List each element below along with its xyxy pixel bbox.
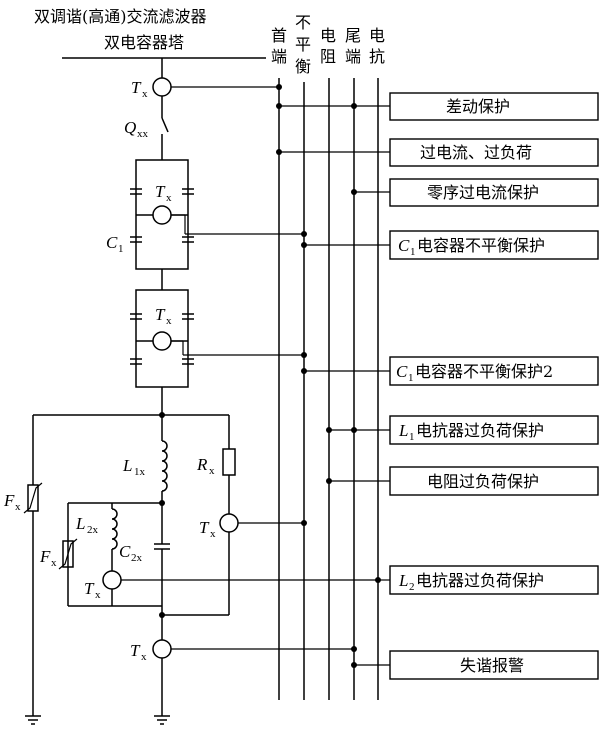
svg-text:C: C xyxy=(106,233,118,252)
svg-text:衡: 衡 xyxy=(295,57,311,76)
prot-prefix-8: L xyxy=(398,571,408,590)
label-ct-rx: T x xyxy=(199,518,216,540)
svg-text:T: T xyxy=(130,641,141,660)
svg-text:T: T xyxy=(131,78,142,97)
label-c1: C 1 xyxy=(106,233,124,255)
label-l2x: L 2x xyxy=(75,514,99,536)
svg-text:x: x xyxy=(142,88,148,100)
prot-box-9 xyxy=(389,650,599,680)
prot-prefix-6: L xyxy=(398,421,408,440)
prot-label-2: 过电流、过负荷 xyxy=(420,143,532,162)
prot-label-4: 电容器不平衡保护 xyxy=(417,236,545,255)
svg-text:1: 1 xyxy=(118,243,124,255)
svg-text:L: L xyxy=(75,514,85,533)
label-c2x: C 2x xyxy=(119,542,143,564)
prot-label-1: 差动保护 xyxy=(446,97,510,116)
svg-text:F: F xyxy=(3,491,15,510)
svg-text:2x: 2x xyxy=(87,524,99,536)
label-rx: R x xyxy=(196,455,215,477)
svg-text:1: 1 xyxy=(408,372,414,384)
ct-c2 xyxy=(152,331,172,351)
ct-c1 xyxy=(152,205,172,225)
svg-text:不: 不 xyxy=(295,13,311,32)
bus-label-unbalance: 不 平 衡 xyxy=(295,13,311,76)
svg-text:电: 电 xyxy=(320,26,336,45)
prot-box-5 xyxy=(389,356,599,386)
prot-label-9: 失谐报警 xyxy=(460,656,524,675)
svg-text:x: x xyxy=(210,528,216,540)
resistor-rx xyxy=(222,448,236,476)
prot-box-7 xyxy=(389,466,599,496)
svg-text:x: x xyxy=(166,315,172,327)
svg-text:平: 平 xyxy=(295,35,311,54)
bus-label-tail: 尾 端 xyxy=(345,26,361,66)
prot-box-4 xyxy=(389,230,599,260)
prot-box-3 xyxy=(389,178,599,207)
bus-label-head: 首 端 xyxy=(271,26,287,66)
svg-text:F: F xyxy=(39,547,51,566)
title-line1: 双调谐(高通)交流滤波器 xyxy=(34,7,207,26)
inductor-l2x xyxy=(111,508,118,550)
breaker-qxx xyxy=(161,117,169,133)
prot-box-6 xyxy=(389,415,599,445)
svg-text:C: C xyxy=(119,542,131,561)
svg-text:x: x xyxy=(141,651,147,663)
svg-text:电: 电 xyxy=(369,26,385,45)
label-ct-c2: T x xyxy=(155,305,172,327)
svg-text:2: 2 xyxy=(409,581,415,593)
prot-prefix-4: C xyxy=(398,236,410,255)
prot-label-5: 电容器不平衡保护2 xyxy=(415,362,553,381)
svg-text:x: x xyxy=(166,192,172,204)
svg-text:x: x xyxy=(51,557,57,569)
label-breaker: Q xx xyxy=(124,118,149,140)
svg-text:T: T xyxy=(84,579,95,598)
svg-text:端: 端 xyxy=(345,47,361,66)
ct-bottom xyxy=(152,639,172,659)
svg-text:T: T xyxy=(199,518,210,537)
prot-box-8 xyxy=(389,565,599,595)
prot-prefix-5: C xyxy=(396,362,408,381)
svg-text:首: 首 xyxy=(271,26,287,45)
svg-text:xx: xx xyxy=(137,128,149,140)
prot-box-1 xyxy=(389,92,599,121)
svg-text:2x: 2x xyxy=(131,552,143,564)
label-ct-l2x: T x xyxy=(84,579,101,601)
prot-label-6: 电抗器过负荷保护 xyxy=(416,421,544,440)
label-ct-bottom: T x xyxy=(130,641,147,663)
svg-text:L: L xyxy=(122,456,132,475)
bus-label-resistor: 电 阻 xyxy=(320,26,336,66)
prot-label-3: 零序过电流保护 xyxy=(427,183,539,202)
svg-text:1x: 1x xyxy=(134,466,146,478)
svg-text:T: T xyxy=(155,305,166,324)
svg-text:x: x xyxy=(15,501,21,513)
svg-text:尾: 尾 xyxy=(345,26,361,45)
ct-rx xyxy=(219,513,239,533)
label-l1x: L 1x xyxy=(122,456,146,478)
prot-label-7: 电阻过负荷保护 xyxy=(427,472,539,491)
svg-text:T: T xyxy=(155,182,166,201)
svg-text:阻: 阻 xyxy=(320,47,336,66)
title-line2: 双电容器塔 xyxy=(104,33,184,52)
inductor-l1x xyxy=(161,440,168,492)
prot-label-8: 电抗器过负荷保护 xyxy=(416,571,544,590)
svg-text:1: 1 xyxy=(410,246,416,258)
ct-top xyxy=(152,77,172,97)
svg-text:Q: Q xyxy=(124,118,136,137)
svg-text:端: 端 xyxy=(271,47,287,66)
prot-box-2 xyxy=(389,138,599,167)
svg-text:x: x xyxy=(95,589,101,601)
svg-text:R: R xyxy=(196,455,208,474)
ct-l2x xyxy=(102,570,122,590)
svg-text:1: 1 xyxy=(409,431,415,443)
label-fx: F x xyxy=(3,491,21,513)
label-ct-top: T x xyxy=(131,78,148,100)
label-ct-c1: T x xyxy=(155,182,172,204)
svg-text:x: x xyxy=(209,465,215,477)
svg-text:抗: 抗 xyxy=(369,47,385,66)
arrester-fx-inner xyxy=(62,540,74,568)
label-fx-inner: F x xyxy=(39,547,57,569)
bus-label-reactor: 电 抗 xyxy=(369,26,385,66)
